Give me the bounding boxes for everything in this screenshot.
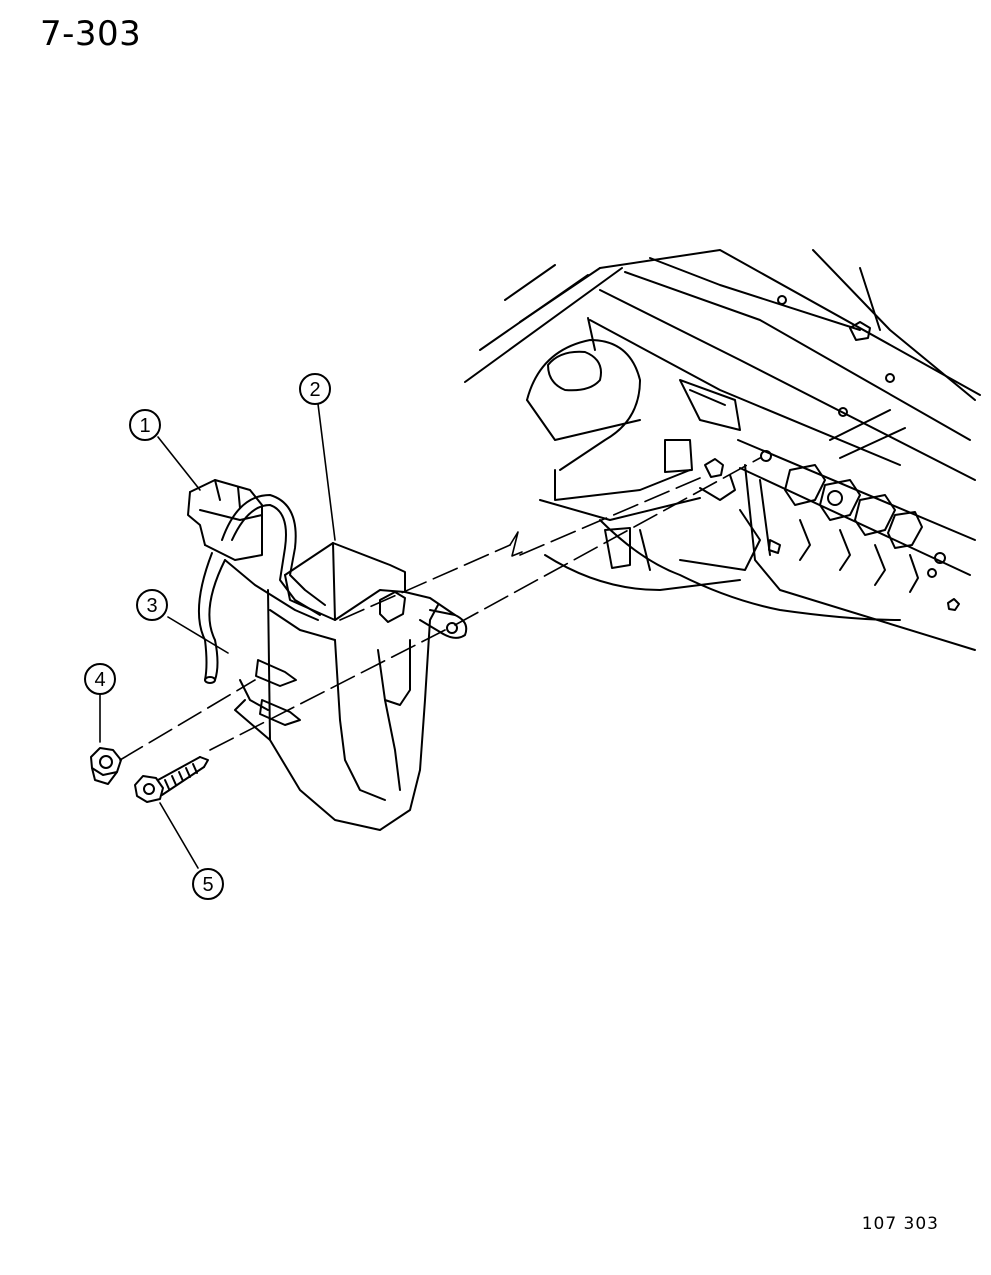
callout-4: 4 bbox=[84, 663, 116, 695]
reservoir-bottle bbox=[234, 542, 468, 831]
callout-2: 2 bbox=[299, 373, 331, 405]
reservoir-cap bbox=[187, 479, 263, 561]
callout-2-label: 2 bbox=[309, 379, 320, 401]
callout-5-label: 5 bbox=[202, 874, 213, 896]
figure-code: 107 303 bbox=[861, 1214, 939, 1234]
callout-3: 3 bbox=[136, 589, 168, 621]
hex-nut bbox=[90, 747, 122, 785]
callout-leaders bbox=[99, 403, 336, 869]
callout-1-label: 1 bbox=[139, 415, 150, 437]
hex-screw bbox=[134, 756, 209, 803]
page-number: 7-303 bbox=[40, 14, 142, 54]
installation-lines bbox=[119, 457, 761, 761]
callout-4-label: 4 bbox=[94, 669, 105, 691]
vehicle-body-structure bbox=[464, 249, 981, 651]
callout-5: 5 bbox=[192, 868, 224, 900]
callout-1: 1 bbox=[129, 409, 161, 441]
callout-3-label: 3 bbox=[146, 595, 157, 617]
